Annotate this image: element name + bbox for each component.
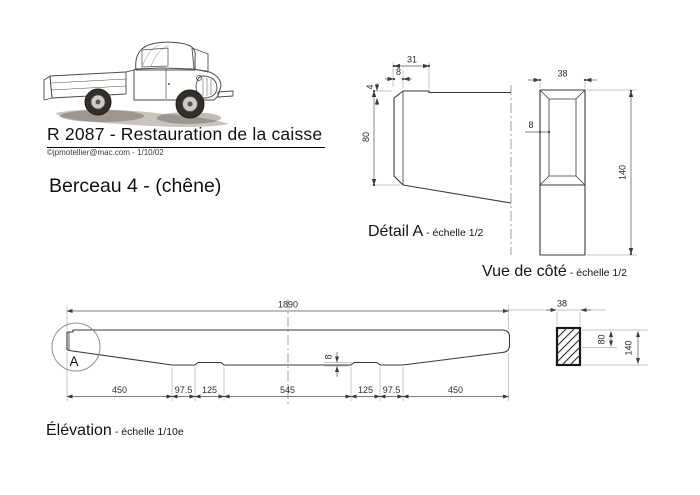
detail-marker: A <box>51 322 101 372</box>
elevation-outline <box>66 329 511 366</box>
elevation-label-text: Élévation <box>46 422 112 439</box>
credit-line: ©jpmotellier@mac.com - 1/10/02 <box>47 148 164 157</box>
side-view-outline <box>539 89 586 256</box>
section-dimensions: 38 80 140 <box>546 299 640 364</box>
detail-a-extension-lines <box>370 62 430 186</box>
elevation-dim-seg4: 545 <box>280 385 295 395</box>
section-dim-80: 80 <box>597 334 607 344</box>
elevation-dim-seg5: 125 <box>358 385 373 395</box>
side-view-dim-38: 38 <box>557 69 567 79</box>
detail-a-dim-8: 8 <box>396 67 401 77</box>
elevation-total-dimension: 1890 <box>66 300 509 313</box>
elevation-drawing: A 1890 450 97.5 125 545 125 97.5 450 <box>51 299 648 406</box>
detail-a-label: Détail A- échelle 1/2 <box>368 223 483 241</box>
elevation-dim-seg2: 97.5 <box>175 385 193 395</box>
section-dim-140: 140 <box>624 340 634 355</box>
side-view-extension-lines <box>539 82 637 256</box>
detail-a-drawing: 31 8 4 80 <box>361 55 512 255</box>
elevation-dim-notch: 8 <box>324 354 334 359</box>
section-dim-38: 38 <box>557 299 567 309</box>
detail-a-dim-80: 80 <box>361 132 371 142</box>
truck-bed <box>43 69 135 101</box>
elevation-dim-total: 1890 <box>278 300 298 310</box>
section-hatching <box>557 328 580 365</box>
section-view: 38 80 140 <box>505 299 648 367</box>
elevation-label: Élévation- échelle 1/10e <box>46 422 184 440</box>
detail-a-dim-31: 31 <box>407 55 417 65</box>
elevation-scale-note: - échelle 1/10e <box>114 426 184 438</box>
side-view-label-text: Vue de côté <box>482 263 567 280</box>
elevation-notch-dimension: 8 <box>324 352 339 377</box>
elevation-dim-seg7: 450 <box>448 385 463 395</box>
detail-a-scale-note: - échelle 1/2 <box>426 227 484 239</box>
side-view-drawing: 38 8 140 <box>525 69 637 256</box>
detail-a-outline <box>393 90 512 204</box>
truck-wheels <box>84 88 205 119</box>
side-view-dim-8: 8 <box>528 120 533 130</box>
elevation-dim-seg3: 125 <box>202 385 217 395</box>
elevation-dim-seg6: 97.5 <box>383 385 401 395</box>
side-view-dim-140: 140 <box>618 165 628 180</box>
detail-a-label-text: Détail A <box>368 223 424 240</box>
truck-illustration <box>43 41 234 128</box>
detail-a-dim-4: 4 <box>365 84 375 89</box>
side-view-label: Vue de côté- échelle 1/2 <box>482 263 627 281</box>
page-title: R 2087 - Restauration de la caisse <box>47 124 326 148</box>
elevation-dim-seg1: 450 <box>112 385 127 395</box>
part-title: Berceau 4 - (chêne) <box>49 175 222 197</box>
elevation-chained-dimensions: 450 97.5 125 545 125 97.5 450 <box>66 385 509 399</box>
detail-a-dimensions: 31 8 4 80 <box>361 55 431 187</box>
side-view-dimensions: 38 8 140 <box>525 69 634 256</box>
detail-marker-letter: A <box>69 354 78 369</box>
truck-cab <box>133 41 222 101</box>
section-outline <box>555 326 582 367</box>
truck-front <box>195 75 234 99</box>
side-view-scale-note: - échelle 1/2 <box>569 267 628 279</box>
